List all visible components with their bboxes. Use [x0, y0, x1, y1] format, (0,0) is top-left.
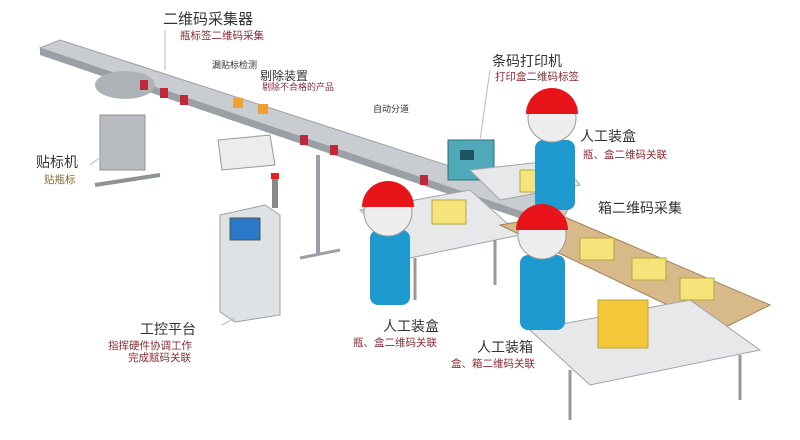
control-platform-title: 工控平台	[140, 322, 196, 338]
missing-label-check: 漏贴标检测	[212, 61, 258, 71]
qr-collector-title: 二维码采集器	[163, 10, 254, 28]
manual-casing-title: 人工装箱	[477, 340, 533, 356]
control-cabinet	[219, 173, 281, 323]
reject-bin	[217, 134, 276, 171]
labeler-desc: 贴瓶标	[44, 174, 76, 186]
qr-collector-desc: 瓶标签二维码采集	[180, 30, 264, 42]
printer-desc: 打印盒二维码标签	[495, 71, 579, 83]
control-platform-desc2: 完成赋码关联	[128, 352, 191, 364]
worker-left	[362, 181, 414, 305]
labeler-machine	[94, 71, 161, 187]
manual-boxing-bottom-title: 人工装盒	[383, 319, 439, 335]
manual-boxing-top-desc: 瓶、盒二维码关联	[583, 149, 667, 161]
leader-lines	[89, 30, 491, 326]
manual-boxing-bottom-desc: 瓶、盒二维码关联	[353, 337, 437, 349]
manual-boxing-top-title: 人工装盒	[580, 129, 636, 145]
case-qr-collect: 箱二维码采集	[598, 201, 682, 217]
control-platform-desc1: 指挥硬件协调工作	[108, 340, 192, 352]
labeler-title: 贴标机	[36, 155, 78, 171]
printer-title: 条码打印机	[492, 54, 562, 70]
manual-casing-desc: 盒、箱二维码关联	[451, 358, 535, 370]
auto-lane: 自动分道	[373, 105, 410, 115]
worker-top	[526, 88, 578, 210]
reject-device-desc: 剔除不合格的产品	[262, 83, 335, 93]
reject-device-title: 剔除装置	[260, 69, 309, 83]
worker-bottom	[516, 204, 568, 330]
bottles	[140, 80, 428, 185]
